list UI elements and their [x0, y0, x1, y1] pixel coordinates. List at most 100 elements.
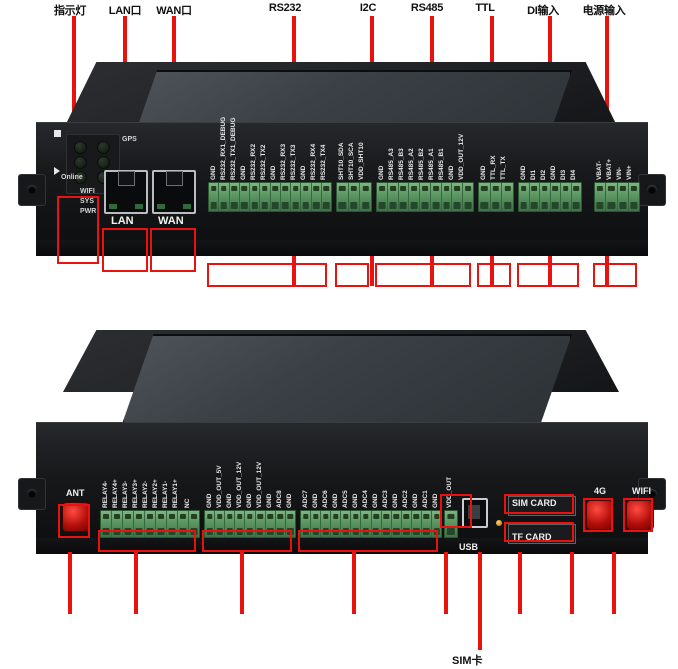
terminal-pin[interactable]: [540, 183, 551, 211]
terminal-pin[interactable]: [360, 183, 371, 211]
terminal-pin[interactable]: [452, 183, 464, 211]
pin-label: GND: [300, 165, 307, 180]
terminal-pin[interactable]: [420, 183, 431, 211]
terminal-pin[interactable]: [618, 183, 629, 211]
pin-label: RELAY1+: [172, 479, 179, 508]
terminal-pin[interactable]: [271, 183, 281, 211]
pin-label: RELAY3-: [122, 480, 129, 508]
lan-port[interactable]: [104, 170, 148, 214]
pin-label: GND: [332, 493, 339, 508]
terminal-pin[interactable]: [399, 183, 410, 211]
highlight-ttl: [477, 263, 511, 287]
terminal-pin[interactable]: [260, 183, 271, 211]
terminal-pin[interactable]: [431, 183, 442, 211]
highlight-rs232: [207, 263, 327, 287]
terminal-pin[interactable]: [388, 183, 399, 211]
pin-label: DI1: [530, 169, 537, 180]
terminal-pin[interactable]: [479, 183, 491, 211]
led-gps: [74, 141, 87, 154]
tf-card-label: TF CARD: [512, 532, 552, 542]
terminal-pin[interactable]: [595, 183, 607, 211]
pin-label: DI3: [560, 169, 567, 180]
terminal-pin[interactable]: [312, 183, 322, 211]
antenna-4g-label: 4G: [594, 486, 607, 496]
terminal-pin[interactable]: [502, 183, 513, 211]
pin-label: RELAY4+: [112, 479, 119, 508]
antenna-4g-connector[interactable]: [586, 500, 614, 530]
terminal-block-i2c[interactable]: [336, 182, 372, 212]
terminal-pin[interactable]: [281, 183, 291, 211]
terminal-pin[interactable]: [530, 183, 540, 211]
terminal-pin[interactable]: [491, 183, 503, 211]
terminal-pin[interactable]: [463, 183, 473, 211]
terminal-pin[interactable]: [250, 183, 261, 211]
terminal-pin[interactable]: [442, 183, 453, 211]
terminal-pin[interactable]: [377, 183, 388, 211]
pin-label: RELAY3+: [132, 479, 139, 508]
terminal-pin[interactable]: [606, 183, 618, 211]
terminal-block-ttl[interactable]: [478, 182, 514, 212]
terminal-block-vdd-out-b[interactable]: [444, 510, 458, 538]
terminal-block-rs485[interactable]: [376, 182, 474, 212]
top-label-di: DI输入: [527, 5, 559, 17]
pin-label: ADC7: [302, 490, 309, 508]
terminal-pin[interactable]: [230, 183, 240, 211]
terminal-pin[interactable]: [337, 183, 349, 211]
highlight-i2c: [335, 263, 369, 287]
tf-card-slot[interactable]: [508, 524, 576, 544]
pin-label: ADC1: [422, 490, 429, 508]
terminal-pin[interactable]: [322, 183, 331, 211]
lan-port-label: LAN: [111, 215, 134, 227]
bottom-label-sim: SIM卡: [452, 655, 483, 667]
terminal-block-vdd-out-a[interactable]: [204, 510, 296, 538]
pin-label: VDD_OUT_5V: [216, 465, 223, 508]
pin-label: GND: [372, 493, 379, 508]
pin-label: GND: [392, 493, 399, 508]
pin-label: RS485_A3: [388, 148, 395, 180]
pin-label: VIN-: [616, 167, 623, 180]
ant-connector[interactable]: [62, 502, 90, 532]
pin-label: RS485_B3: [398, 148, 405, 180]
highlight-adc: [298, 530, 438, 552]
terminal-pin[interactable]: [291, 183, 302, 211]
terminal-pin[interactable]: [209, 183, 220, 211]
wan-led-left: [157, 204, 165, 209]
pin-label: GND: [520, 165, 527, 180]
usb-label: USB: [459, 542, 479, 552]
terminal-pin[interactable]: [349, 183, 361, 211]
terminal-pin[interactable]: [629, 183, 639, 211]
highlight-sim-card: [504, 494, 574, 514]
terminal-pin[interactable]: [551, 183, 561, 211]
pin-label: GND: [550, 165, 557, 180]
pin-label: GND: [286, 493, 293, 508]
pin-label: GND: [412, 493, 419, 508]
terminal-pin[interactable]: [219, 183, 230, 211]
leader-sim: [478, 552, 482, 650]
pin-label: SHT10_SCA: [348, 142, 355, 180]
pin-label: RELAY1-: [162, 480, 169, 508]
terminal-pin[interactable]: [301, 183, 312, 211]
wan-port[interactable]: [152, 170, 196, 214]
pin-label: RS232_RX2: [250, 143, 257, 180]
terminal-block-adc[interactable]: [300, 510, 442, 538]
highlight-lan: [102, 228, 148, 272]
pin-label: GND: [448, 165, 455, 180]
led-label-pwr: PWR: [80, 208, 97, 215]
top-label-wan: WAN口: [156, 5, 192, 17]
terminal-block-power[interactable]: [594, 182, 640, 212]
led-pwr: [74, 171, 87, 184]
terminal-block-rs232[interactable]: [208, 182, 332, 212]
terminal-pin[interactable]: [409, 183, 421, 211]
terminal-pin[interactable]: [240, 183, 250, 211]
terminal-block-di[interactable]: [518, 182, 582, 212]
sim-card-slot[interactable]: [508, 496, 576, 516]
pin-label: VBAT+: [606, 158, 613, 180]
terminal-pin[interactable]: [572, 183, 582, 211]
terminal-pin[interactable]: [561, 183, 572, 211]
antenna-wifi-connector[interactable]: [626, 500, 654, 530]
terminal-block-relay[interactable]: [100, 510, 200, 538]
lan-led-right: [135, 204, 143, 209]
terminal-pin[interactable]: [519, 183, 530, 211]
pin-label: RS232_RX4: [310, 143, 317, 180]
pin-label: ADC2: [402, 490, 409, 508]
